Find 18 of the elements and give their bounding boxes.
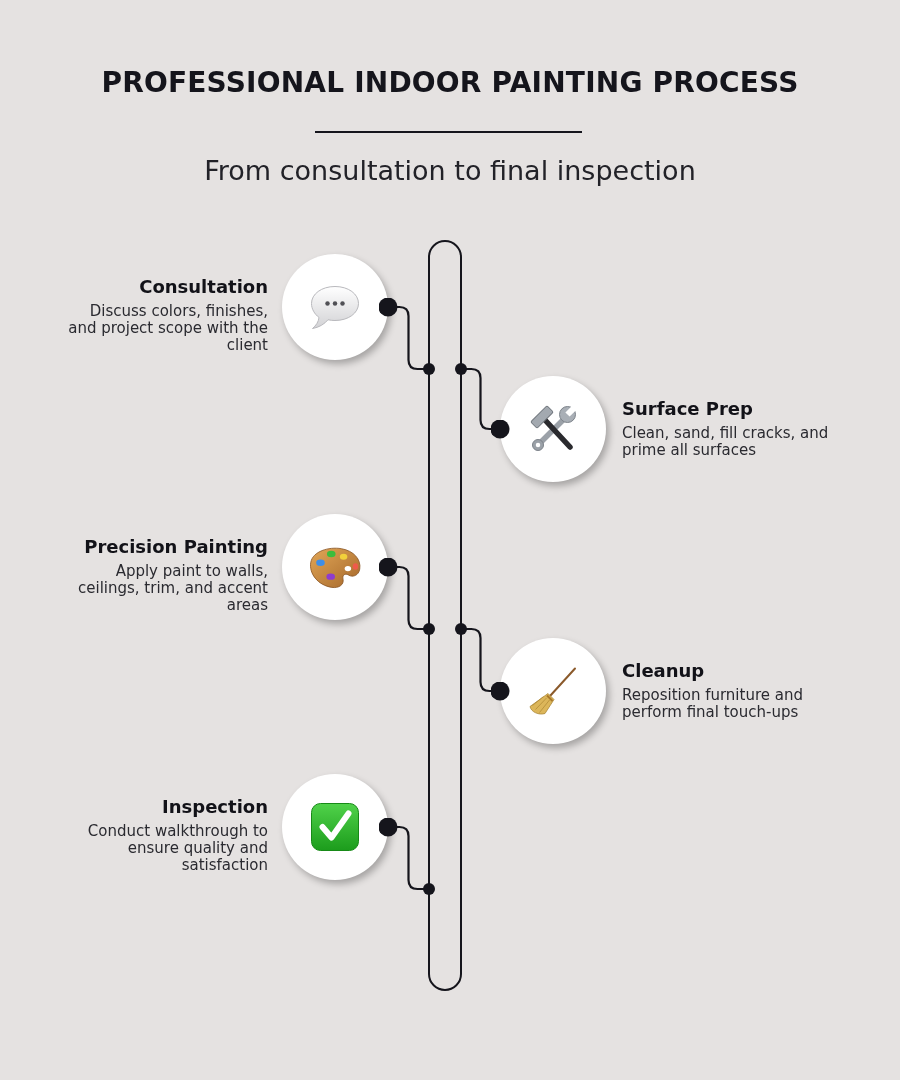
timeline-track bbox=[427, 239, 463, 992]
step-description: Discuss colors, finishes, and project scope with the client bbox=[68, 303, 268, 354]
step-description: Reposition furniture and perform final touch-ups bbox=[622, 687, 804, 721]
connector-line bbox=[455, 363, 510, 439]
step-title: Inspection bbox=[162, 796, 268, 818]
step-title: Precision Painting bbox=[84, 536, 268, 558]
step-description: Conduct walkthrough to ensure quality and satisfaction bbox=[86, 823, 268, 874]
step-description: Apply paint to walls, ceilings, trim, and accent areas bbox=[77, 563, 268, 614]
connector-line bbox=[455, 623, 510, 701]
title: PROFESSIONAL INDOOR PAINTING PROCESS bbox=[101, 66, 799, 100]
subtitle: From consultation to final inspection bbox=[204, 154, 696, 188]
connector-line bbox=[378, 557, 435, 635]
step-description: Clean, sand, fill cracks, and prime all surfaces bbox=[622, 425, 830, 459]
connector-line bbox=[378, 817, 435, 895]
step-title: Surface Prep bbox=[622, 398, 753, 420]
step-title: Consultation bbox=[139, 276, 268, 298]
step-title: Cleanup bbox=[622, 660, 705, 682]
connector-line bbox=[378, 297, 435, 375]
